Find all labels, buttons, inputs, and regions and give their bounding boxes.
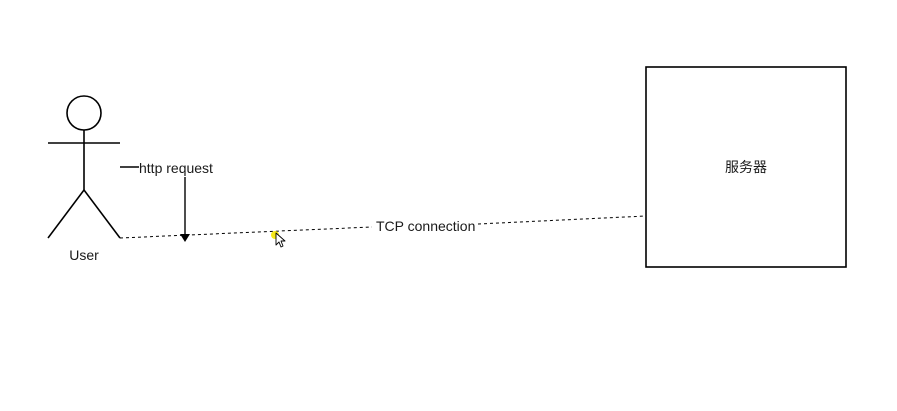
http-request-label: http request — [139, 160, 213, 176]
mouse-cursor — [271, 231, 286, 248]
server-box — [645, 66, 847, 268]
actor-label: User — [69, 247, 99, 263]
tcp-connection-line-right — [477, 215, 647, 225]
actor-right-leg — [83, 189, 121, 239]
arrow-down-icon — [180, 234, 190, 242]
tcp-connection-label: TCP connection — [376, 218, 475, 234]
tcp-connection-edge[interactable]: TCP connection — [119, 215, 647, 239]
mouse-pointer-icon — [275, 232, 286, 248]
tcp-connection-line-left — [119, 226, 373, 239]
user-actor[interactable]: User — [47, 95, 121, 263]
http-request-edge[interactable]: http request — [120, 160, 213, 242]
actor-head — [66, 95, 102, 131]
actor-left-leg — [47, 189, 85, 239]
server-node[interactable]: 服务器 — [645, 66, 847, 268]
server-label: 服务器 — [725, 159, 767, 175]
